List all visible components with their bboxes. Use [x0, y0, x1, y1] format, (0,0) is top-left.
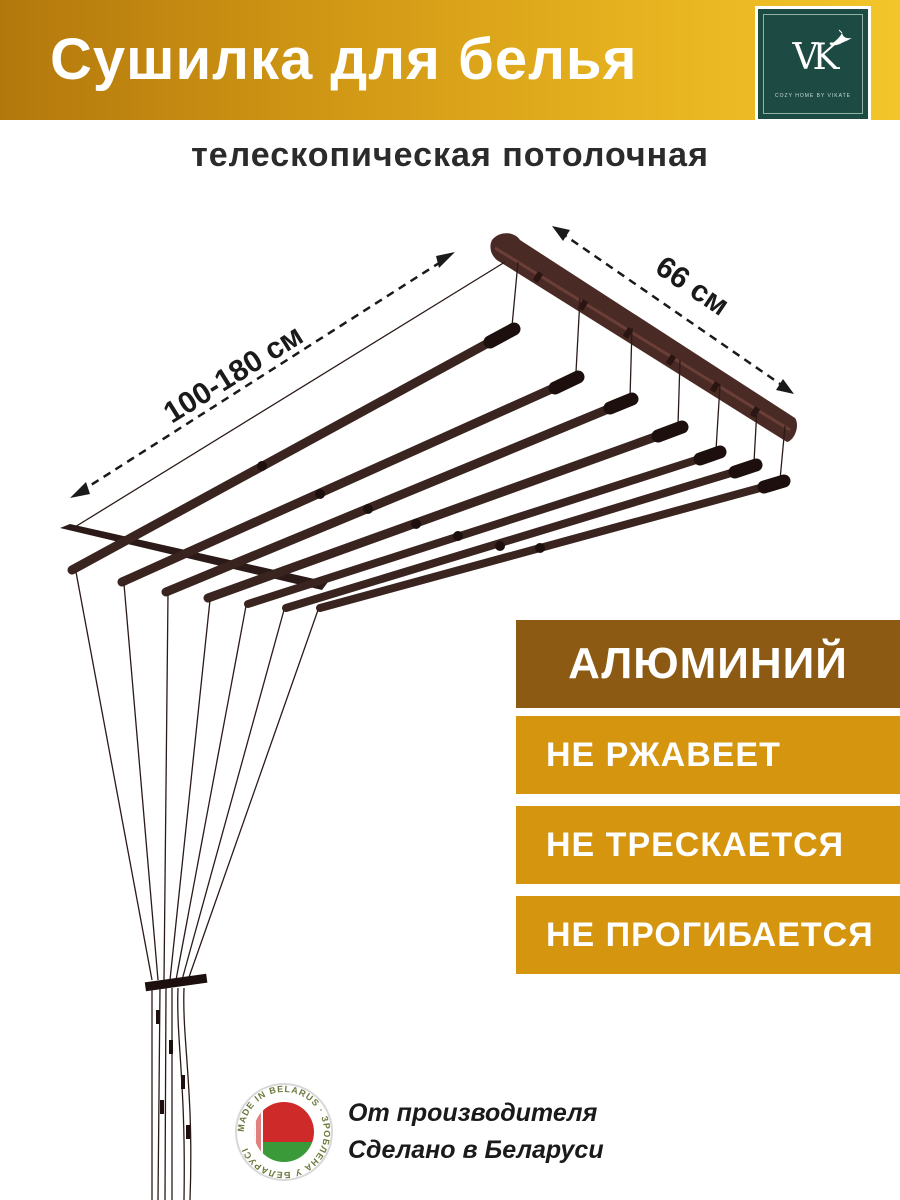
page-title: Сушилка для белья	[50, 27, 638, 92]
suspension-cords-back	[69, 261, 786, 531]
dryer-illustration	[60, 226, 798, 1200]
hummingbird-icon	[830, 29, 852, 46]
rod-joints	[257, 461, 545, 553]
rod-end-caps	[483, 322, 791, 494]
belarus-flag-icon	[254, 1102, 314, 1162]
origin-line-2: Сделано в Беларуси	[348, 1136, 604, 1164]
origin-line-1: От производителя	[348, 1099, 598, 1127]
logo-monogram: VK	[792, 37, 840, 78]
drying-rods	[67, 325, 786, 612]
length-dimension-arrow	[79, 256, 448, 494]
feature-label: НЕ ПРОГИБАЕТСЯ	[546, 916, 874, 954]
width-dimension-arrow	[559, 230, 787, 390]
feature-no-rust: НЕ РЖАВЕЕТ	[516, 716, 900, 794]
feature-no-bend: НЕ ПРОГИБАЕТСЯ	[516, 896, 900, 974]
cord-tails	[151, 987, 192, 1200]
feature-label: НЕ ТРЕСКАЕТСЯ	[546, 826, 845, 864]
ceiling-mount-rail	[490, 233, 798, 442]
width-arrow-head-start	[552, 226, 570, 241]
width-arrow-head-end	[776, 379, 794, 394]
logo-tagline: COZY HOME BY VIKATE	[775, 93, 851, 99]
page-subtitle: телескопическая потолочная	[191, 136, 709, 174]
brand-logo: VK COZY HOME BY VIKATE	[755, 6, 871, 122]
cord-clamp	[144, 973, 208, 992]
cord-weights	[156, 1010, 190, 1139]
material-label: АЛЮМИНИЙ	[568, 639, 848, 688]
made-in-belarus-badge: MADE IN BELARUS · ЗРОБЛЕНА У БЕЛАРУСІ	[235, 1083, 333, 1181]
logo-frame	[763, 14, 863, 114]
length-arrow-head-end	[436, 252, 455, 268]
material-badge: АЛЮМИНИЙ	[516, 620, 900, 708]
feature-no-crack: НЕ ТРЕСКАЕТСЯ	[516, 806, 900, 884]
length-arrow-head-start	[70, 482, 90, 498]
pull-cords	[75, 571, 319, 981]
header-banner: Сушилка для белья VK COZY HOME BY VIKATE	[0, 0, 900, 122]
feature-label: НЕ РЖАВЕЕТ	[546, 736, 781, 774]
